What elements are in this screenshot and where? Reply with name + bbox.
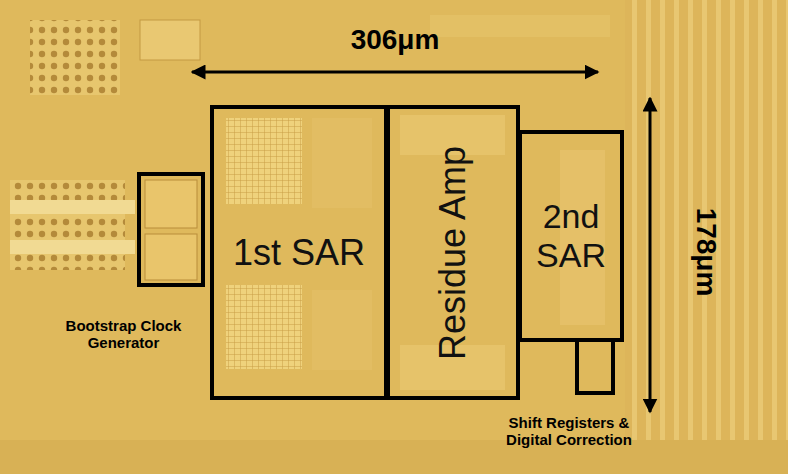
dimension-arrow — [192, 71, 598, 74]
routing-strip — [430, 15, 610, 37]
block-label: Bootstrap Clock Generator — [56, 317, 191, 352]
amplifier-block: Residue Amp — [386, 105, 520, 400]
capacitor-array — [226, 118, 302, 204]
dimension-label: 178μm — [690, 208, 722, 297]
capacitor-array — [226, 285, 302, 369]
dimension-label: 306μm — [351, 24, 440, 56]
switch-logic — [312, 118, 372, 208]
pad-array — [10, 180, 125, 270]
block-title: Residue Amp — [432, 145, 473, 359]
block-title: 1st SAR — [233, 232, 365, 273]
clock-generator-box: Bootstrap Clock Generator — [137, 172, 205, 287]
pad-array — [30, 20, 120, 95]
transistor-array — [145, 234, 197, 280]
switch-logic — [312, 290, 372, 370]
dimension-arrow — [649, 98, 652, 412]
digital-block: Shift Registers & Digital Correction — [575, 338, 615, 395]
circuit-block — [140, 20, 200, 60]
sar-block: 2nd SAR — [518, 130, 624, 342]
transistor-array — [145, 180, 197, 228]
bottom-routing — [0, 440, 788, 474]
signal-trace — [10, 240, 135, 254]
signal-trace — [10, 200, 135, 214]
sar-block: 1st SAR — [210, 105, 388, 400]
block-title: 2nd SAR — [530, 197, 612, 275]
block-label: Shift Registers & Digital Correction — [499, 414, 639, 449]
metal-bus — [625, 0, 788, 474]
